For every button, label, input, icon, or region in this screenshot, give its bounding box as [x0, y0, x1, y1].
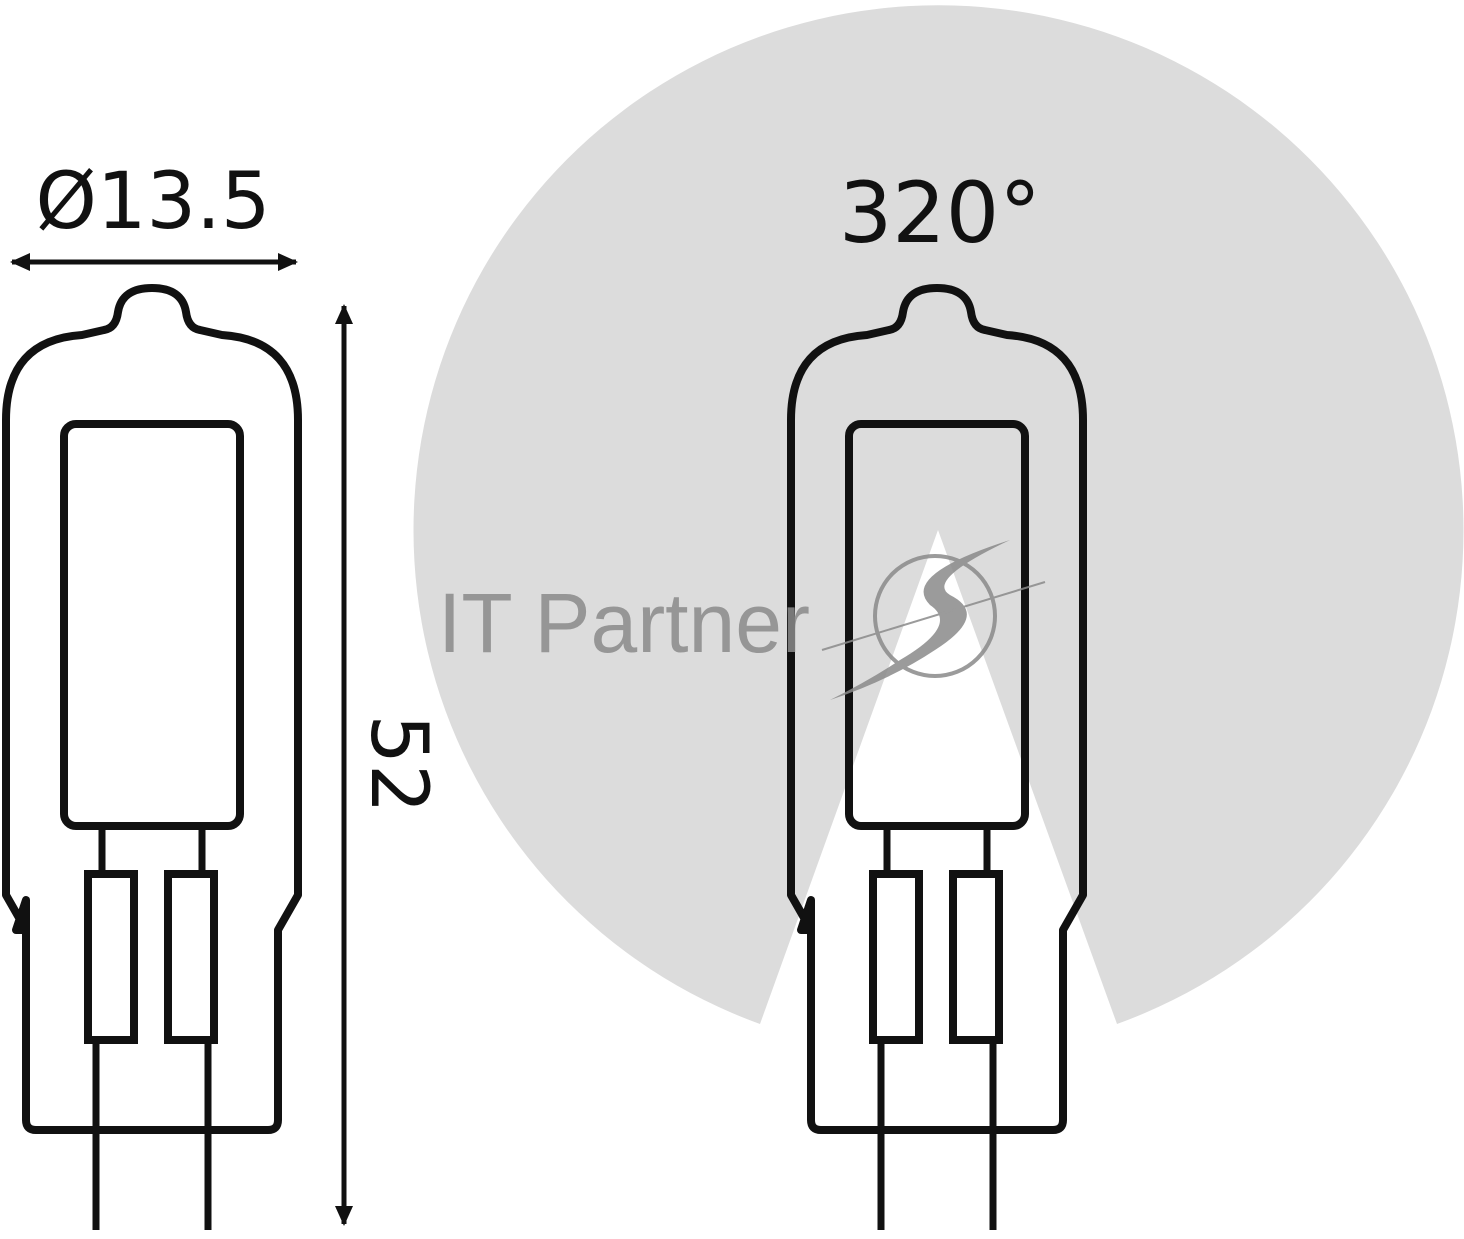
- beam-angle-sector: [413, 5, 1464, 1025]
- beam-angle-label: 320°: [839, 164, 1041, 262]
- watermark-text: IT Partner: [438, 576, 810, 670]
- lamp-side-view: [6, 288, 298, 1230]
- diameter-label: Ø13.5: [35, 157, 270, 247]
- swoosh-s-logo-icon: [821, 540, 1046, 700]
- watermark: IT Partner: [438, 540, 1046, 700]
- length-label: 52: [353, 714, 443, 813]
